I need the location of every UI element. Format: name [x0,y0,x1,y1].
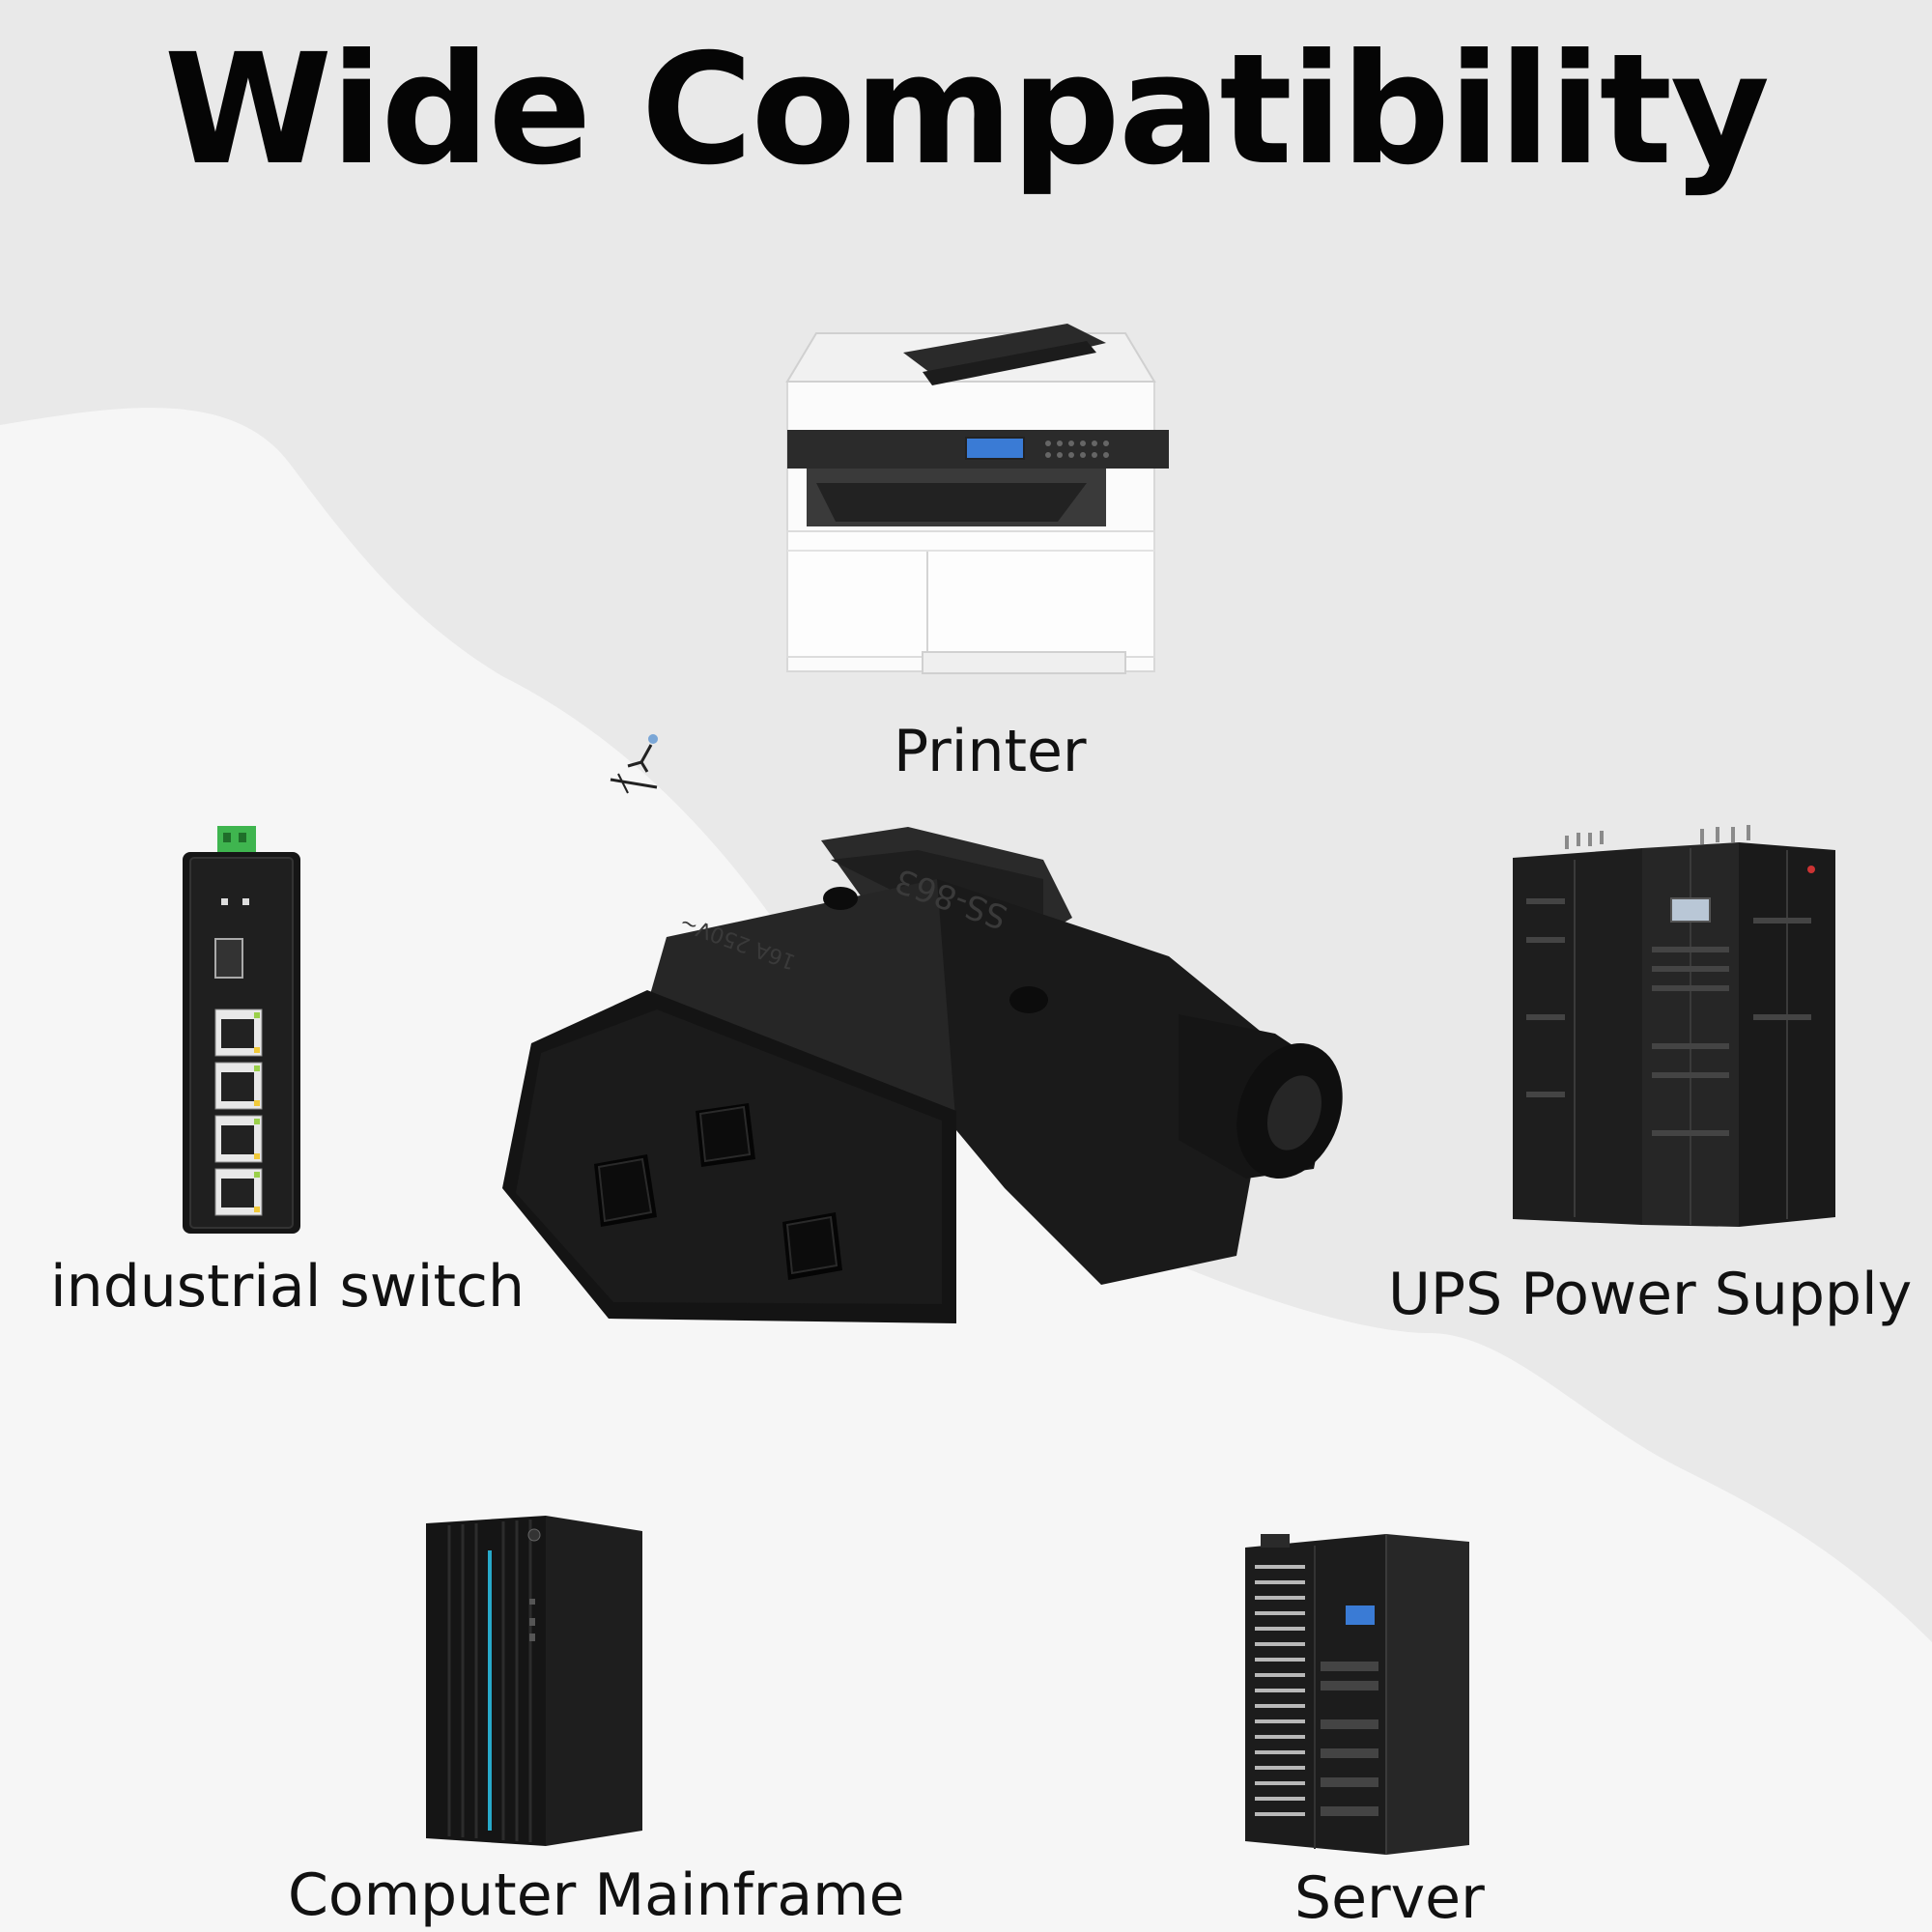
printer-label: Printer [894,718,1087,785]
ups-label: UPS Power Supply [1388,1261,1913,1328]
industrial-switch-label: industrial switch [50,1253,525,1321]
page-title: Wide Compatibility [163,21,1770,199]
printer-image [785,324,1169,674]
computer-mainframe-label: Computer Mainframe [288,1861,905,1929]
ups-image [1513,825,1835,1227]
server-label: Server [1294,1864,1485,1932]
computer-mainframe-image [426,1516,642,1846]
industrial-switch-image [183,826,300,1234]
c19-connector-image: 16A 250V~ SS-863 [502,827,1343,1323]
skier-icon [610,734,658,794]
server-image [1245,1534,1469,1855]
